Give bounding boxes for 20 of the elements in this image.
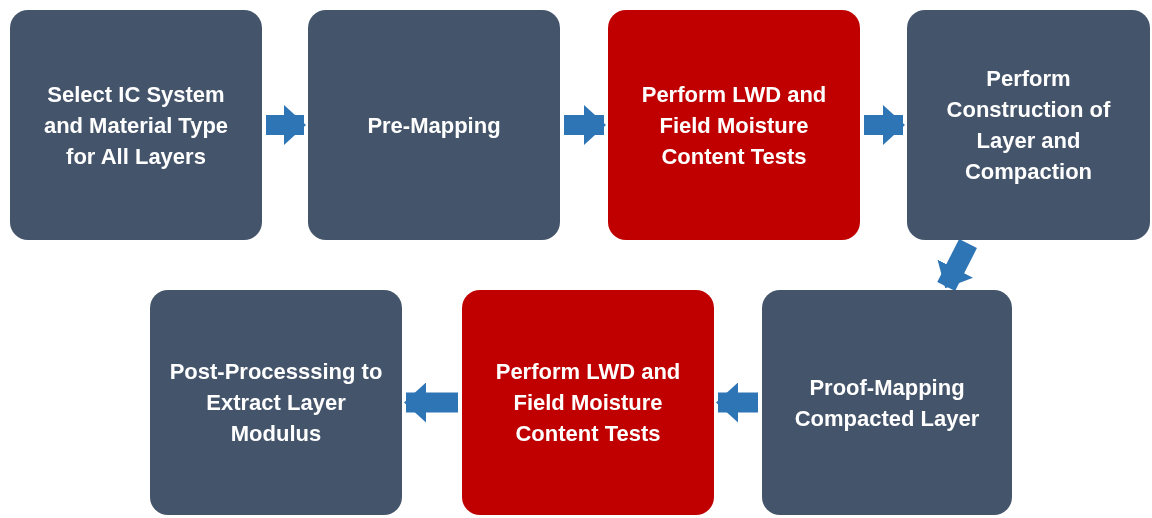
- step-label: Post-Processsing to Extract Layer Modulus: [168, 358, 384, 448]
- step-label: Perform LWD and Field Moisture Content Tests: [494, 358, 682, 448]
- step-label: Select IC System and Material Type for All Layers: [42, 80, 230, 171]
- process-box: [608, 10, 860, 240]
- block-arrow: [864, 105, 905, 145]
- step-label: Proof-Mapping Compacted Layer: [793, 373, 981, 433]
- block-arrow: [404, 382, 458, 423]
- process-box: [907, 10, 1150, 240]
- process-box: [462, 290, 714, 515]
- step-label: Perform LWD and Field Moisture Content Tests: [640, 80, 828, 171]
- process-box: [150, 290, 402, 515]
- step-label: Perform Construction of Layer and Compaction: [945, 65, 1112, 186]
- block-arrow: [716, 382, 758, 423]
- block-arrow: [937, 239, 977, 291]
- process-box: [308, 10, 560, 240]
- process-box: [10, 10, 262, 240]
- block-arrow: [266, 105, 306, 145]
- step-label: Pre-Mapping: [367, 111, 501, 140]
- process-box: [762, 290, 1012, 515]
- block-arrow: [564, 105, 606, 145]
